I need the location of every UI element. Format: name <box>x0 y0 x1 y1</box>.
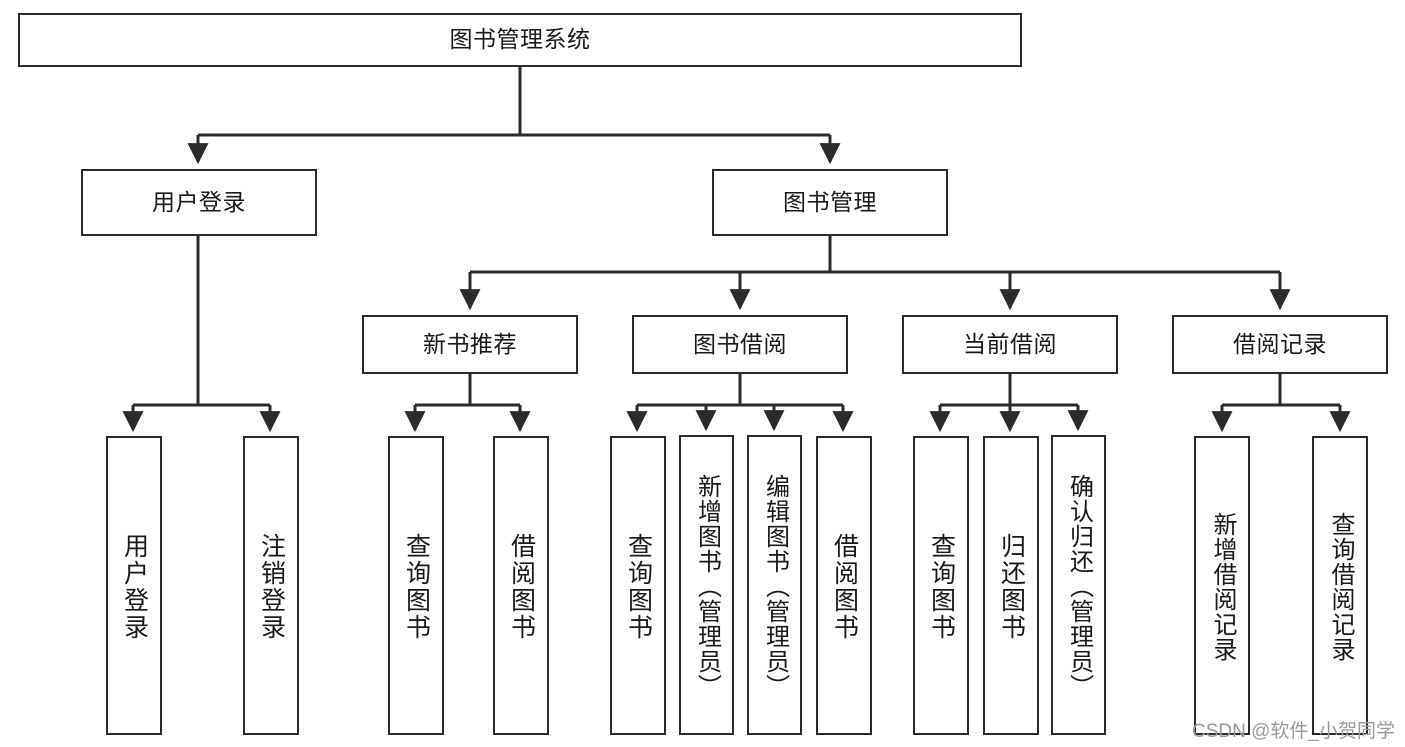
node-label: 新增借阅记录 <box>1209 511 1236 662</box>
node-leaf-add-borrow-record[interactable]: 新增借阅记录 <box>1194 436 1250 735</box>
csdn-watermark: CSDN @软件_小贺同学 <box>1192 721 1395 742</box>
node-label: 查询图书 <box>402 532 431 641</box>
node-leaf-borrow-book-recommend[interactable]: 借阅图书 <box>493 436 549 735</box>
node-label: 借阅图书 <box>830 532 859 641</box>
node-label: 注销登录 <box>257 532 286 641</box>
node-borrow-record[interactable]: 借阅记录 <box>1172 315 1388 374</box>
node-leaf-user-login[interactable]: 用户登录 <box>106 436 162 735</box>
node-label: 编辑图书（管理员） <box>761 473 789 699</box>
node-leaf-query-book-recommend[interactable]: 查询图书 <box>388 436 444 735</box>
node-leaf-return-book[interactable]: 归还图书 <box>983 436 1039 735</box>
node-label: 用户登录 <box>152 188 246 215</box>
node-leaf-borrow-book[interactable]: 借阅图书 <box>816 436 872 735</box>
node-label: 查询借阅记录 <box>1327 511 1354 662</box>
node-label: 新增图书（管理员） <box>693 473 721 699</box>
node-label: 图书管理系统 <box>449 26 591 53</box>
node-new-book-recommend[interactable]: 新书推荐 <box>362 315 578 374</box>
node-root-book-management-system[interactable]: 图书管理系统 <box>18 13 1022 67</box>
node-label: 图书管理 <box>783 188 877 215</box>
node-label: 借阅记录 <box>1233 330 1327 357</box>
node-label: 新书推荐 <box>423 330 517 357</box>
node-user-login[interactable]: 用户登录 <box>81 169 317 236</box>
node-label: 归还图书 <box>997 532 1026 641</box>
node-book-borrow[interactable]: 图书借阅 <box>632 315 848 374</box>
node-leaf-query-book-borrow[interactable]: 查询图书 <box>610 436 666 735</box>
node-leaf-logout[interactable]: 注销登录 <box>243 436 299 735</box>
node-label: 借阅图书 <box>507 532 536 641</box>
node-label: 确认归还（管理员） <box>1065 473 1093 699</box>
node-leaf-confirm-return-admin[interactable]: 确认归还（管理员） <box>1051 435 1106 735</box>
node-label: 用户登录 <box>120 532 149 641</box>
node-leaf-edit-book-admin[interactable]: 编辑图书（管理员） <box>747 435 802 735</box>
node-leaf-add-book-admin[interactable]: 新增图书（管理员） <box>679 435 734 735</box>
node-leaf-query-book-current[interactable]: 查询图书 <box>913 436 969 735</box>
node-label: 查询图书 <box>624 532 653 641</box>
node-label: 当前借阅 <box>963 330 1057 357</box>
node-leaf-query-borrow-record[interactable]: 查询借阅记录 <box>1312 436 1368 735</box>
node-book-management[interactable]: 图书管理 <box>712 169 948 236</box>
node-label: 查询图书 <box>927 532 956 641</box>
node-current-borrow[interactable]: 当前借阅 <box>902 315 1118 374</box>
node-label: 图书借阅 <box>693 330 787 357</box>
